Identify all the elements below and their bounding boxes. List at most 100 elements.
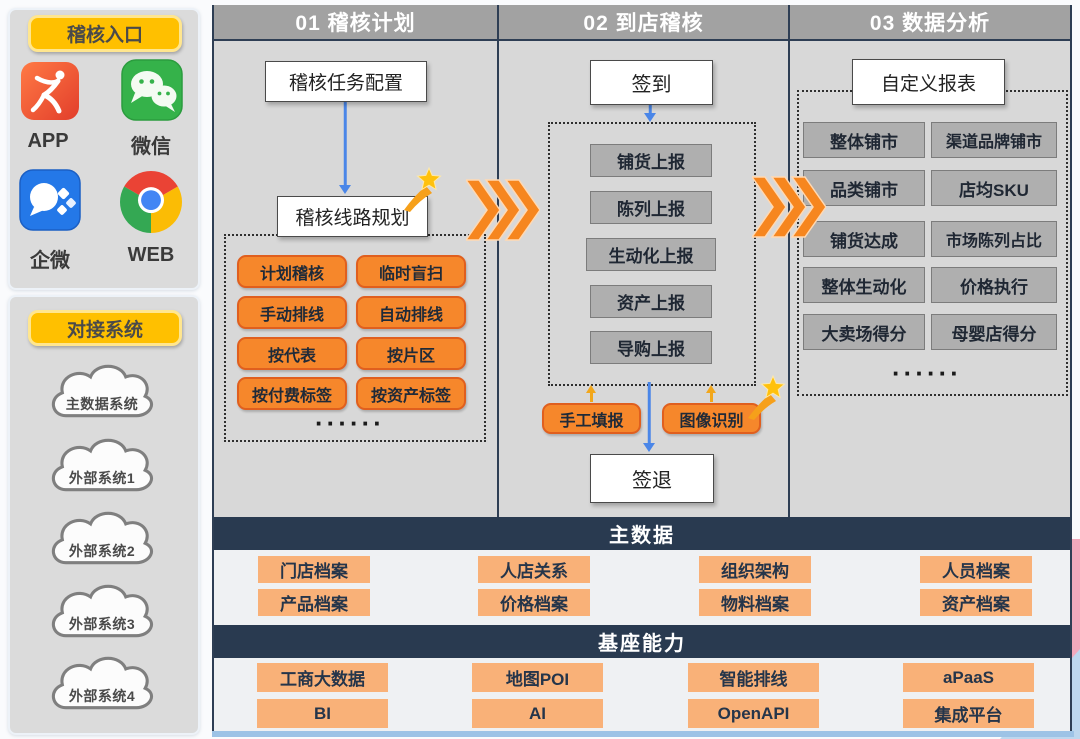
master-data-item: 物料档案 xyxy=(699,589,811,616)
visit-tool: 手工填报 xyxy=(542,403,641,434)
master-data-item: 人店关系 xyxy=(478,556,590,583)
web-label: WEB xyxy=(127,244,175,266)
cloud-shape xyxy=(52,438,154,492)
chrome-icon-cell xyxy=(119,171,183,238)
visit-tool: 图像识别 xyxy=(662,403,761,434)
master-data-item: 门店档案 xyxy=(258,556,370,583)
analysis-metric: 品类铺市 xyxy=(803,170,925,206)
visit-report: 生动化上报 xyxy=(586,238,716,271)
visit-report: 资产上报 xyxy=(590,285,712,318)
cloud-shape xyxy=(52,656,154,710)
cloud-external-2: 外部系统2 xyxy=(44,501,160,575)
master-data-item: 价格档案 xyxy=(478,589,590,616)
cloud-shape xyxy=(52,511,154,565)
cloud-master-data-system: 主数据系统 xyxy=(44,354,160,428)
plan-option: 手动排线 xyxy=(237,296,347,329)
route-plan-box: 稽核线路规划 xyxy=(277,196,428,237)
highlight-star-icon xyxy=(404,166,442,212)
base-capability-item: aPaaS xyxy=(903,663,1034,692)
header-analysis: 03 数据分析 xyxy=(790,5,1070,41)
analysis-metric: 渠道品牌铺市 xyxy=(931,122,1057,158)
cloud-external-1: 外部系统1 xyxy=(44,428,160,502)
analysis-metric: 价格执行 xyxy=(931,267,1057,303)
wecom-label: 企微 xyxy=(30,250,70,272)
cloud-label: 主数据系统 xyxy=(65,396,139,412)
analysis-metric: 店均SKU xyxy=(931,170,1057,206)
cloud-label: 外部系统1 xyxy=(68,470,136,486)
master-data-title: 主数据 xyxy=(609,525,675,547)
cloud-external-3: 外部系统3 xyxy=(44,574,160,648)
base-capability-item: 智能排线 xyxy=(688,663,819,692)
plan-option: 按资产标签 xyxy=(356,377,466,410)
wechat-icon-cell xyxy=(120,59,184,126)
master-data-item: 组织架构 xyxy=(699,556,811,583)
task-config-box: 稽核任务配置 xyxy=(265,61,427,102)
systems-title: 对接系统 xyxy=(66,319,143,341)
header-plan: 01 稽核计划 xyxy=(214,5,497,41)
base-capability-item: OpenAPI xyxy=(688,699,819,728)
master-data-item: 产品档案 xyxy=(258,589,370,616)
visit-report: 陈列上报 xyxy=(590,191,712,224)
master-data-item: 资产档案 xyxy=(920,589,1032,616)
column-separator xyxy=(788,5,790,517)
column-separator xyxy=(497,5,499,517)
up-arrow-image-recognition xyxy=(706,385,716,402)
analysis-metric: 铺货达成 xyxy=(803,221,925,257)
entry-title-badge: 稽核入口 xyxy=(28,15,182,52)
visit-report: 铺货上报 xyxy=(590,144,712,177)
visit-report-group xyxy=(548,122,756,386)
app-label: APP xyxy=(27,130,69,152)
cloud-shape xyxy=(52,584,154,638)
flow-arrow-task-to-route xyxy=(339,100,351,194)
signin-box: 签到 xyxy=(590,60,713,105)
analysis-metric: 整体生动化 xyxy=(803,267,925,303)
analysis-metric: 大卖场得分 xyxy=(803,314,925,350)
base-capability-item: 工商大数据 xyxy=(257,663,388,692)
cloud-label: 外部系统3 xyxy=(68,616,136,632)
base-capability-item: 地图POI xyxy=(472,663,603,692)
wecom-icon xyxy=(19,169,81,231)
wechat-label: 微信 xyxy=(131,136,171,158)
analysis-more-dots: ······ xyxy=(892,358,962,388)
highlight-star-icon xyxy=(748,374,786,420)
analysis-metric: 整体铺市 xyxy=(803,122,925,158)
flow-arrow-signin-to-reports xyxy=(644,103,656,122)
plan-more-dots: ······ xyxy=(315,408,385,438)
plan-option: 自动排线 xyxy=(356,296,466,329)
plan-option: 临时盲扫 xyxy=(356,255,466,288)
master-data-band: 主数据 xyxy=(212,517,1072,550)
sidebar-entry-panel xyxy=(8,8,200,290)
flow-arrow-reports-to-signout xyxy=(643,382,655,452)
chevron-arrows-plan-to-visit xyxy=(466,179,540,241)
master-data-item: 人员档案 xyxy=(920,556,1032,583)
base-capability-item: BI xyxy=(257,699,388,728)
signout-box: 签退 xyxy=(590,454,714,503)
entry-title: 稽核入口 xyxy=(66,25,143,46)
up-arrow-manual-entry xyxy=(586,385,596,402)
cloud-shape xyxy=(52,364,154,418)
visit-report: 导购上报 xyxy=(590,331,712,364)
base-capability-item: 集成平台 xyxy=(903,699,1034,728)
chrome-icon xyxy=(120,171,182,233)
header-visit: 02 到店稽核 xyxy=(499,5,788,41)
plan-option: 按片区 xyxy=(356,337,466,370)
app-icon xyxy=(21,62,79,120)
plan-option: 按付费标签 xyxy=(237,377,347,410)
plan-option: 计划稽核 xyxy=(237,255,347,288)
systems-title-badge: 对接系统 xyxy=(28,310,182,346)
cloud-external-4: 外部系统4 xyxy=(44,646,160,720)
base-capability-title: 基座能力 xyxy=(598,633,686,655)
wechat-icon xyxy=(121,59,183,121)
chevron-arrows-visit-to-analysis xyxy=(752,176,826,238)
plan-option: 按代表 xyxy=(237,337,347,370)
custom-report-box: 自定义报表 xyxy=(852,59,1005,105)
decoration-bottom-strip xyxy=(212,731,1074,737)
base-capability-item: AI xyxy=(472,699,603,728)
base-capability-band: 基座能力 xyxy=(212,625,1072,658)
wecom-icon-cell xyxy=(18,169,82,236)
app-icon-cell xyxy=(18,61,82,126)
analysis-metric: 母婴店得分 xyxy=(931,314,1057,350)
cloud-label: 外部系统4 xyxy=(68,688,136,704)
cloud-label: 外部系统2 xyxy=(68,543,136,559)
